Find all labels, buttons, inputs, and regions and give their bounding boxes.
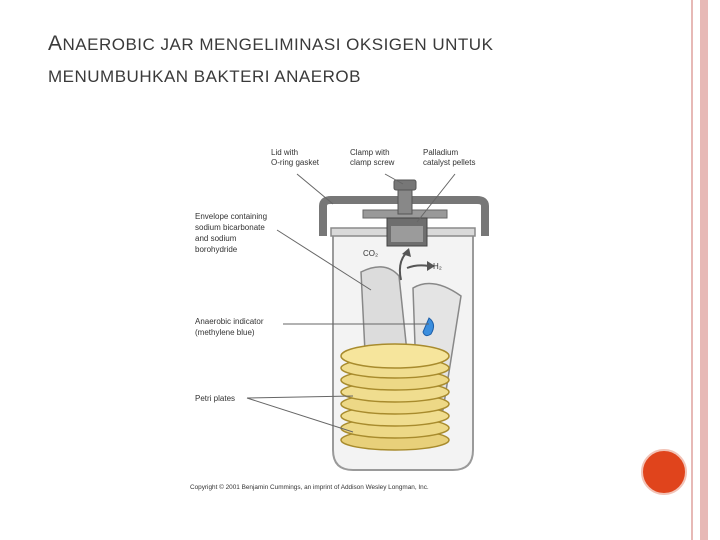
anaerobic-jar-diagram: Lid with O-ring gasket Clamp with clamp … bbox=[190, 148, 489, 491]
label-envelope-line-4: borohydride bbox=[195, 245, 238, 254]
label-lid-line-1: Lid with bbox=[271, 148, 298, 157]
label-palladium-line-1: Palladium bbox=[423, 148, 458, 157]
label-h2: H₂ bbox=[433, 262, 442, 271]
catalyst-pellets bbox=[391, 226, 423, 242]
petri-plate-stack bbox=[340, 343, 450, 451]
label-envelope-line-1: Envelope containing bbox=[195, 212, 267, 221]
label-envelope-line-2: sodium bicarbonate bbox=[195, 223, 265, 232]
label-clamp-line-1: Clamp with bbox=[350, 148, 390, 157]
label-petri: Petri plates bbox=[195, 394, 235, 403]
clamp-screw-head bbox=[393, 179, 417, 191]
co2-arrow-head bbox=[402, 248, 411, 257]
methylene-blue-indicator bbox=[422, 317, 435, 337]
label-lid-line-2: O-ring gasket bbox=[271, 158, 320, 167]
label-indicator-line-2: (methylene blue) bbox=[195, 328, 255, 337]
slide-title-line-1: ANAEROBIC JAR MENGELIMINASI OKSIGEN UNTU… bbox=[48, 32, 493, 56]
label-indicator-line-1: Anaerobic indicator bbox=[195, 317, 264, 326]
label-co2: CO₂ bbox=[363, 249, 378, 258]
slide-title-line-2: MENUMBUHKAN BAKTERI ANAEROB bbox=[48, 67, 361, 86]
h2-arrow-head bbox=[427, 261, 435, 271]
title-line-1-text: NAEROBIC JAR MENGELIMINASI OKSIGEN UNTUK bbox=[62, 35, 494, 54]
label-palladium-line-2: catalyst pellets bbox=[423, 158, 475, 167]
title-initial: A bbox=[48, 32, 63, 55]
label-clamp-line-2: clamp screw bbox=[350, 158, 395, 167]
leader-lines bbox=[246, 173, 456, 433]
label-envelope-line-3: and sodium bbox=[195, 234, 237, 243]
diagram-copyright: Copyright © 2001 Benjamin Cummings, an i… bbox=[190, 483, 429, 491]
slide-border-line bbox=[691, 0, 693, 540]
slide-border-band bbox=[700, 0, 708, 540]
decorative-orange-circle bbox=[641, 449, 687, 495]
